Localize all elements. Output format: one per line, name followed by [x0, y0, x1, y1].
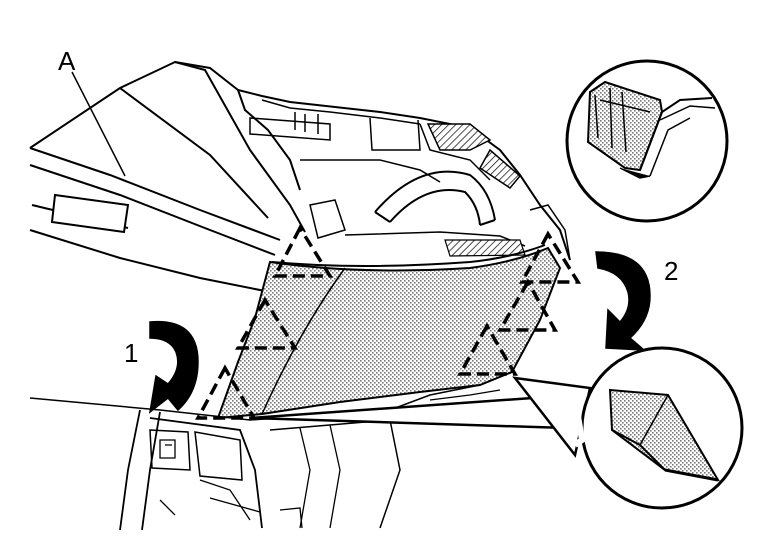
label-step-1: 1	[124, 338, 138, 368]
clip-marker	[457, 322, 519, 376]
clip-marker	[519, 230, 582, 284]
console-upper-structure	[29, 60, 571, 293]
clip-marker	[235, 296, 299, 350]
detail-circle-clip-top	[565, 59, 729, 223]
label-part-a: A	[58, 46, 76, 76]
clip-marker	[272, 224, 334, 278]
arrow-1-icon	[148, 320, 199, 414]
trim-panel-stippled	[216, 246, 562, 420]
clip-markers	[195, 224, 582, 420]
arrow-2-icon	[595, 251, 651, 351]
trim-panel-top-edge	[271, 244, 546, 267]
clip-marker	[496, 278, 558, 332]
trim-panel-crease	[261, 267, 346, 415]
clip-marker	[195, 364, 258, 420]
part-a-leader	[71, 71, 126, 177]
label-step-2: 2	[664, 256, 678, 286]
detail-circle-clip-bottom	[249, 346, 744, 510]
